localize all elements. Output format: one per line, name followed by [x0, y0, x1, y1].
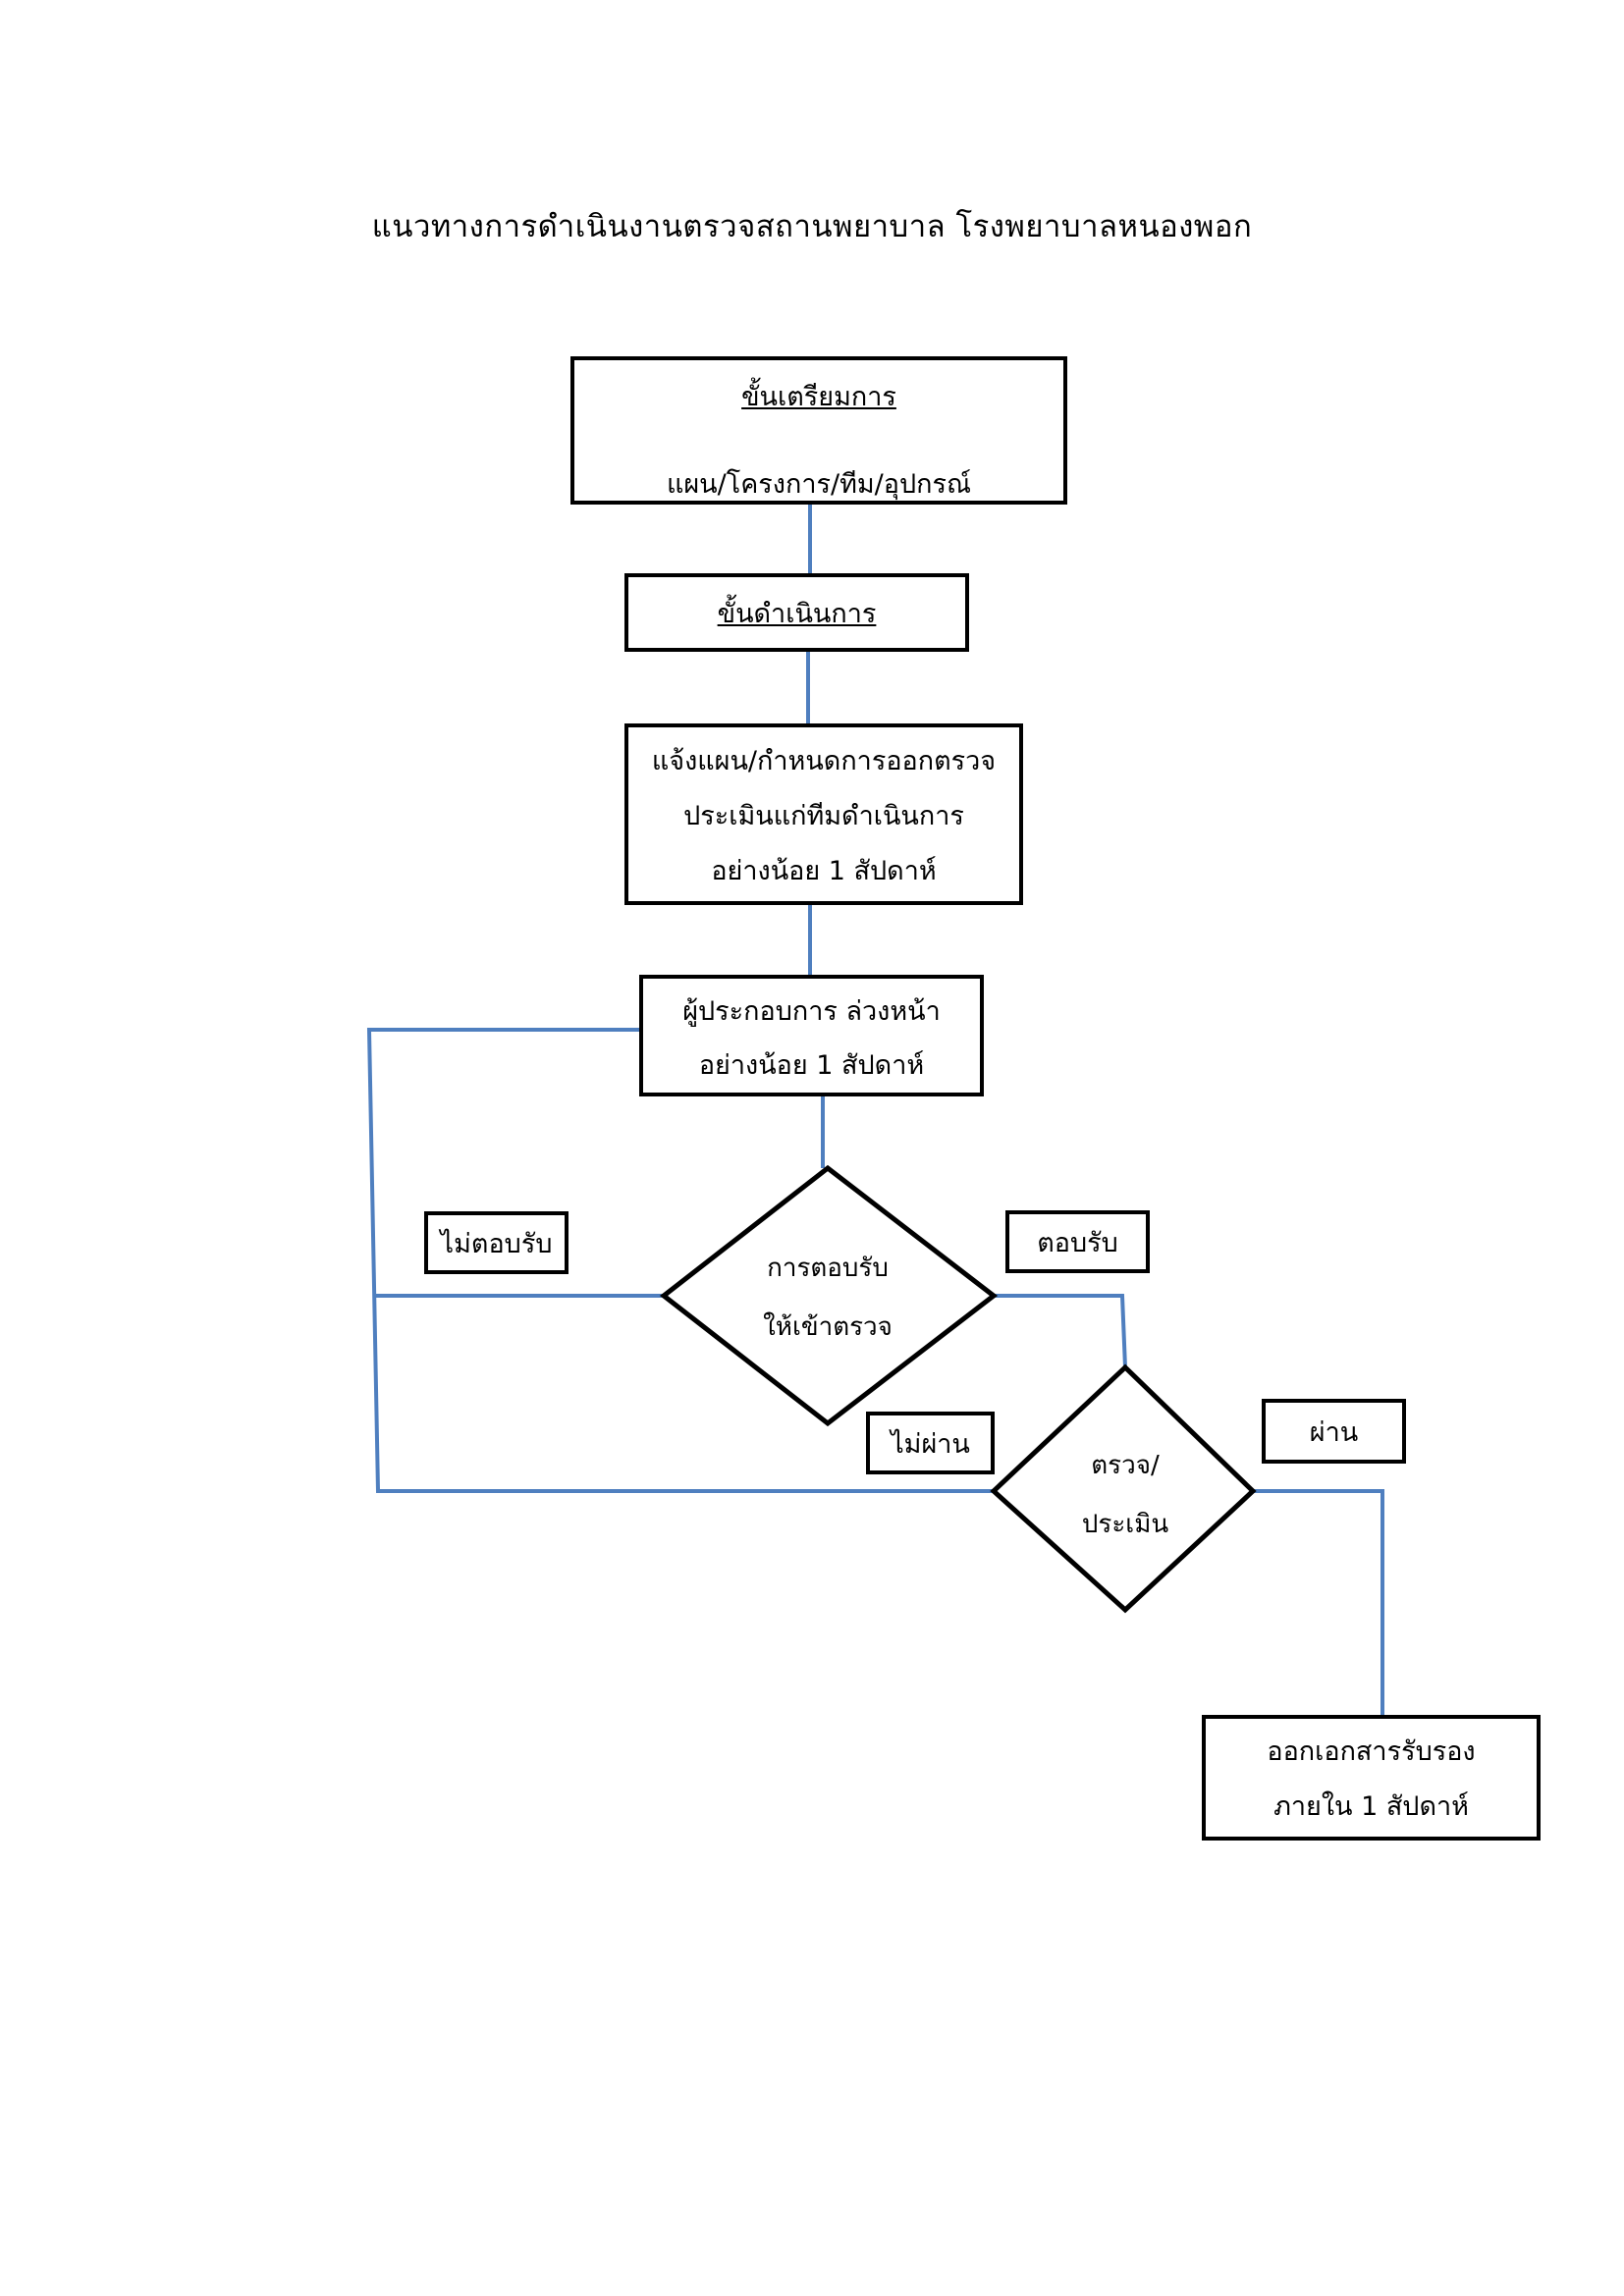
node-notify-line3: อย่างน้อย 1 สัปดาห์: [711, 856, 937, 886]
node-certificate-line2: ภายใน 1 สัปดาห์: [1273, 1791, 1469, 1822]
label-pass: ผ่าน: [1262, 1399, 1406, 1464]
decision-accept-line1: การตอบรับ: [767, 1254, 889, 1283]
node-notify-line1: แจ้งแผน/กำหนดการออกตรวจ: [651, 746, 997, 776]
connector-pass-certificate: [1253, 1489, 1384, 1715]
decision-assess-line1: ตรวจ/: [1091, 1451, 1160, 1480]
node-certificate-line1: ออกเอกสารรับรอง: [1267, 1736, 1476, 1767]
node-operate-heading: ขั้นดำเนินการ: [717, 598, 877, 629]
label-fail: ไม่ผ่าน: [866, 1412, 995, 1474]
node-operator: ผู้ประกอบการ ล่วงหน้า อย่างน้อย 1 สัปดาห…: [639, 975, 984, 1096]
node-operate: ขั้นดำเนินการ: [624, 573, 969, 652]
node-operator-line1: ผู้ประกอบการ ล่วงหน้า: [682, 996, 941, 1027]
node-prepare-heading: ขั้นเตรียมการ: [741, 382, 896, 412]
decision-assess-text: ตรวจ/ ประเมิน: [1027, 1436, 1223, 1554]
node-certificate: ออกเอกสารรับรอง ภายใน 1 สัปดาห์: [1202, 1715, 1541, 1841]
node-prepare: ขั้นเตรียมการ แผน/โครงการ/ทีม/อุปกรณ์: [570, 356, 1067, 505]
decision-accept-line2: ให้เข้าตรวจ: [763, 1312, 893, 1342]
decision-assess-line2: ประเมิน: [1081, 1510, 1169, 1539]
decision-accept-shape: [659, 1164, 999, 1427]
decision-assess-shape: [990, 1363, 1257, 1614]
label-accept: ตอบรับ: [1005, 1210, 1150, 1273]
node-notify: แจ้งแผน/กำหนดการออกตรวจ ประเมินแก่ทีมดำเ…: [624, 723, 1023, 905]
connector-decision-accept: [994, 1294, 1127, 1368]
label-not-accept: ไม่ตอบรับ: [424, 1211, 568, 1274]
node-prepare-detail: แผน/โครงการ/ทีม/อุปกรณ์: [666, 469, 972, 500]
page-title: แนวทางการดำเนินงานตรวจสถานพยาบาล โรงพยาบ…: [371, 209, 1253, 244]
connector-reject-loop: [366, 1028, 994, 1493]
node-notify-line2: ประเมินแก่ทีมดำเนินการ: [683, 801, 964, 831]
node-operator-line2: อย่างน้อย 1 สัปดาห์: [698, 1050, 925, 1081]
decision-accept-text: การตอบรับ ให้เข้าตรวจ: [680, 1239, 975, 1357]
